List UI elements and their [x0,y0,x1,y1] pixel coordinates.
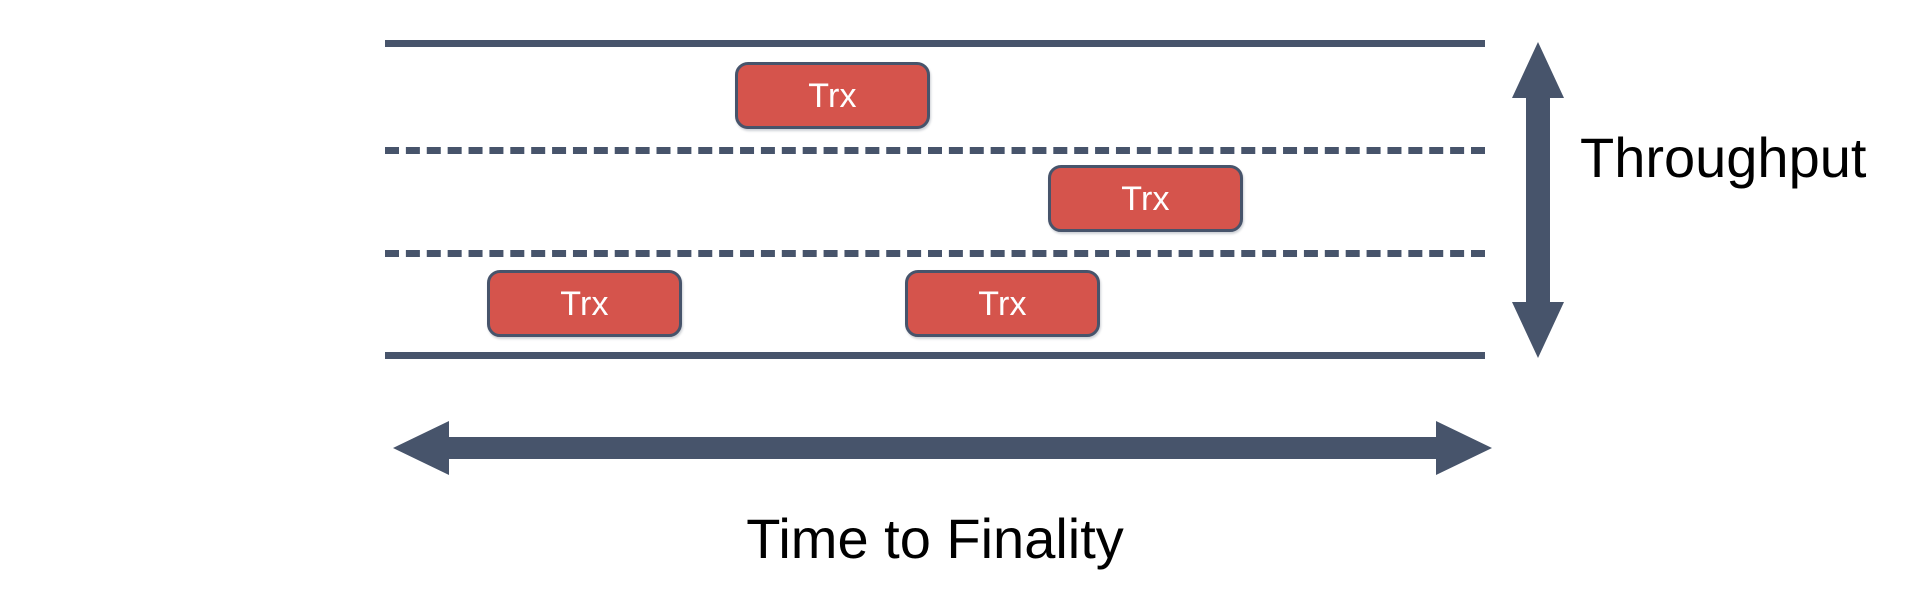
throughput-axis-arrow-svg [1512,42,1564,358]
lane-line-divider-lower [385,250,1485,257]
throughput-axis-label: Throughput [1580,126,1867,189]
transaction-block-label: Trx [978,284,1027,323]
transaction-block-1[interactable]: Trx [735,62,930,129]
lane-line-top [385,40,1485,47]
double-headed-arrow-horizontal-icon [380,412,1505,484]
arrow-body [393,421,1492,475]
transaction-block-4[interactable]: Trx [905,270,1100,337]
lane-line-bottom [385,352,1485,359]
arrow-body [1512,42,1564,358]
time-axis-arrow-svg [393,421,1492,475]
transaction-block-label: Trx [1121,179,1170,218]
lane-line-divider-upper [385,147,1485,154]
transaction-block-3[interactable]: Trx [487,270,682,337]
double-headed-arrow-vertical-icon [1500,38,1576,362]
transaction-block-2[interactable]: Trx [1048,165,1243,232]
time-to-finality-axis-label: Time to Finality [746,507,1124,570]
transaction-block-label: Trx [560,284,609,323]
transaction-block-label: Trx [808,76,857,115]
